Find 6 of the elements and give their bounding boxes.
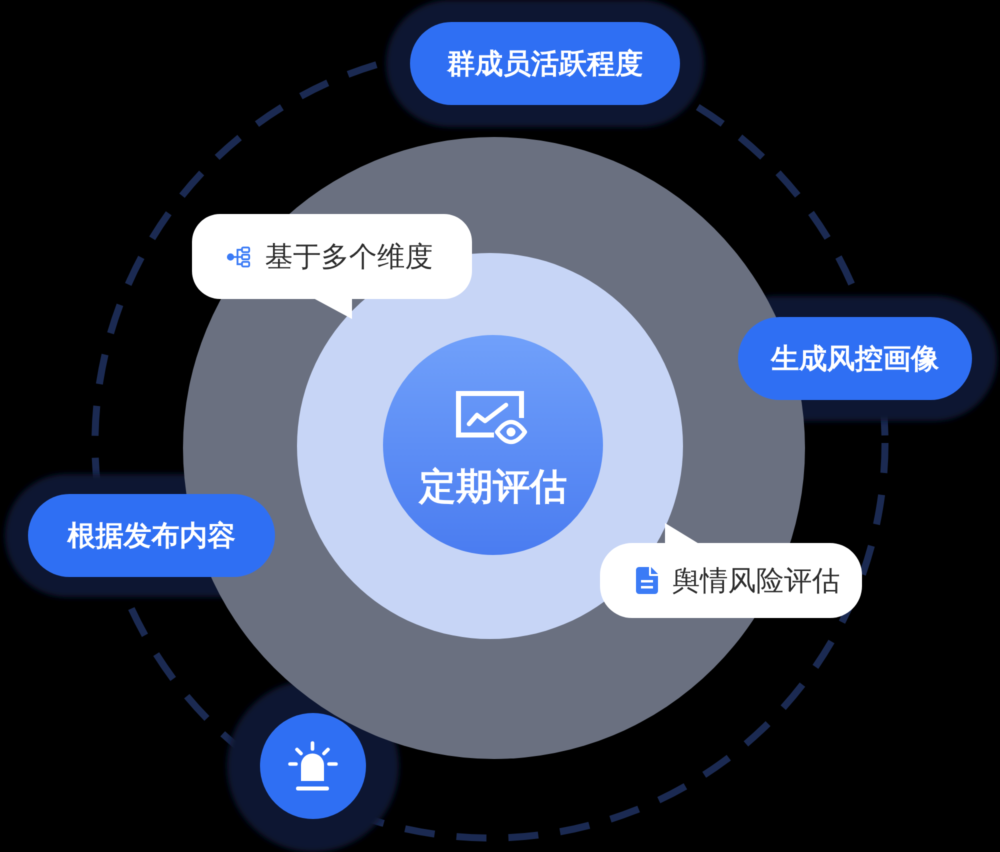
center-title: 定期评估 [419, 465, 567, 510]
topic-label: 根据发布内容 [68, 518, 236, 552]
topic-label: 群成员活跃程度 [447, 46, 643, 80]
callout-text: 舆情风险评估 [672, 564, 840, 598]
topic-label: 生成风控画像 [771, 342, 939, 376]
callout-text: 基于多个维度 [265, 240, 433, 274]
